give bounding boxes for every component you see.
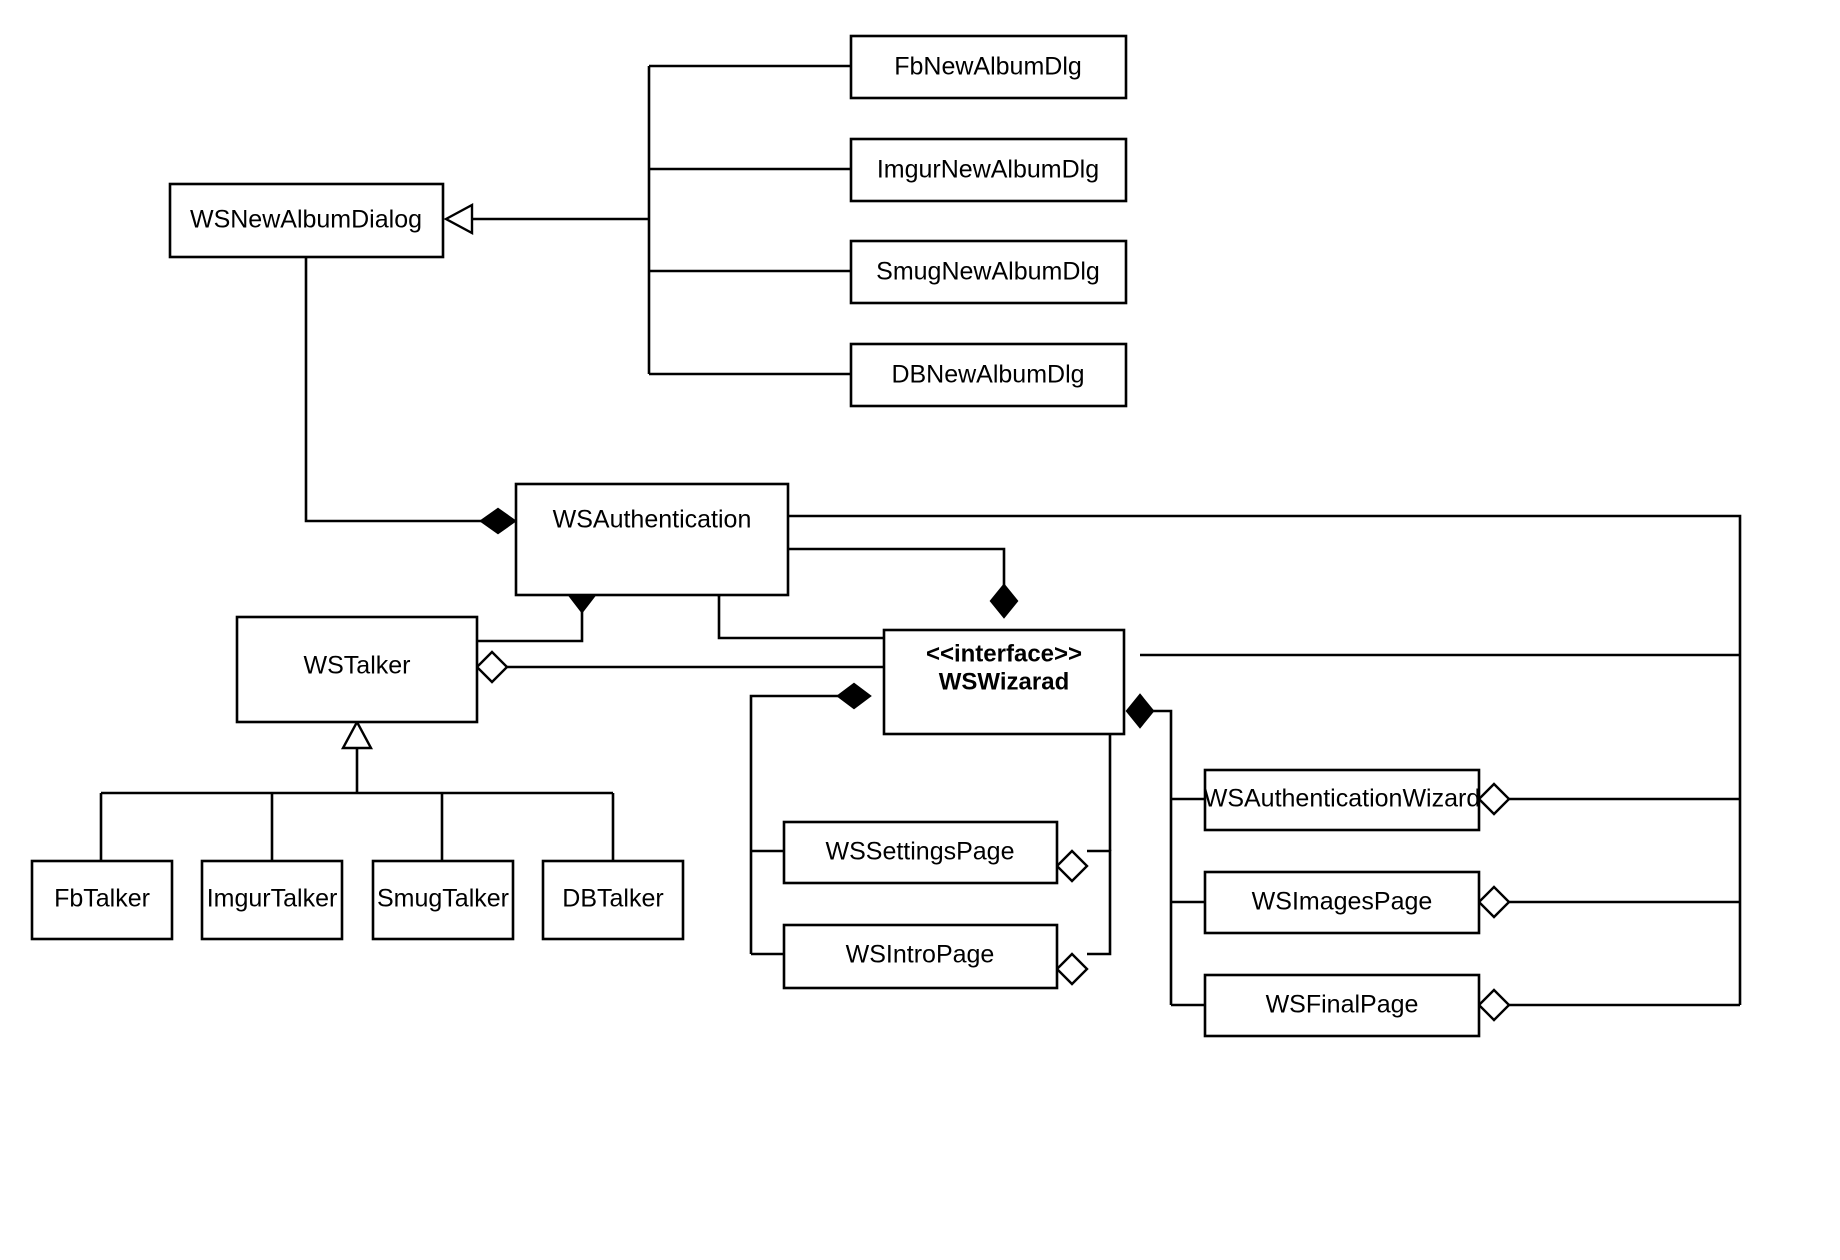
class-name-label: WSSettingsPage [826,838,1015,866]
edge-wizard-right-bus [1140,709,1173,1005]
class-name-label: WSIntroPage [846,941,995,969]
composition-diamond-icon [836,682,872,710]
composition-diamond-icon [1125,693,1155,729]
edge-group-talker-aggregates-wizard [475,650,884,684]
class-box-ws-intro-page[interactable]: WSIntroPage [782,923,1059,990]
class-box-ws-images-page[interactable]: WSImagesPage [1203,870,1481,935]
class-name-label: WSWizarad [939,668,1069,695]
class-box-fb-new-album-dlg[interactable]: FbNewAlbumDlg [849,34,1128,100]
edge-auth-to-wizard-top [788,547,1006,585]
class-box-ws-wizarad[interactable]: <<interface>> WSWizarad [882,628,1126,736]
class-box-smug-new-album-dlg[interactable]: SmugNewAlbumDlg [849,239,1128,305]
class-box-db-talker[interactable]: DBTalker [541,859,685,941]
edge-auth-to-new-album-dialog [304,257,498,523]
left-pages-return-bus [1087,849,1112,956]
class-box-ws-talker[interactable]: WSTalker [235,615,479,724]
class-box-fb-talker[interactable]: FbTalker [30,859,174,941]
composition-diamond-icon [479,507,517,535]
class-box-ws-authentication-wizard[interactable]: WSAuthenticationWizard [1203,768,1481,832]
edge-group-authentication-owns-new-album-dialog [304,257,517,535]
aggregation-diamond-icon [1477,988,1511,1022]
aggregation-diamond-icon [475,650,509,684]
edge-auth-to-talker [477,595,584,643]
edge-group-authentication-aggregates-right-pages [788,514,1742,1022]
composition-diamond-icon [989,583,1019,619]
edge-group-authentication-owns-wizard [788,547,1019,619]
class-name-label: WSTalker [304,652,411,680]
class-name-label: SmugTalker [377,885,509,913]
class-name-label: WSFinalPage [1266,991,1419,1019]
class-name-label: SmugNewAlbumDlg [876,258,1100,286]
edge-wizard-left-bus [749,694,854,954]
class-name-label: DBNewAlbumDlg [891,361,1084,389]
class-box-db-new-album-dlg[interactable]: DBNewAlbumDlg [849,342,1128,408]
class-name-label: WSImagesPage [1252,888,1433,916]
edge-group-talker-generalization [99,719,615,861]
class-name-label: WSAuthenticationWizard [1204,785,1481,813]
aggregation-diamond-icon [1055,849,1089,883]
class-box-imgur-talker[interactable]: ImgurTalker [200,859,344,941]
class-box-ws-new-album-dialog[interactable]: WSNewAlbumDialog [168,182,445,259]
class-name-label: WSAuthentication [553,506,752,534]
edge-group-wizard-owns-right-pages [1125,693,1205,1007]
class-name-label: DBTalker [562,885,663,913]
aggregation-diamond-icon [1055,952,1089,986]
class-box-imgur-new-album-dlg[interactable]: ImgurNewAlbumDlg [849,137,1128,203]
class-name-label: WSNewAlbumDialog [190,206,422,234]
class-box-ws-authentication[interactable]: WSAuthentication [514,482,790,597]
aggregation-diamond-icon [1477,782,1511,816]
aggregation-diamond-icon [1477,885,1511,919]
class-box-ws-settings-page[interactable]: WSSettingsPage [782,820,1059,885]
edge-auth-aggregation-to-wizard [717,595,884,640]
class-name-label: FbTalker [54,885,150,913]
class-name-label: ImgurNewAlbumDlg [877,156,1099,184]
class-stereotype-label: <<interface>> [926,640,1082,667]
class-name-label: ImgurTalker [207,885,338,913]
class-box-smug-talker[interactable]: SmugTalker [371,859,515,941]
edge-group-new-album-dialog-generalization [443,64,851,376]
generalization-arrowhead-icon [340,719,374,750]
edge-auth-right-outer-bus [788,514,1742,1005]
edge-group-wizard-owns-left-pages [749,682,1112,986]
class-box-ws-final-page[interactable]: WSFinalPage [1203,973,1481,1038]
generalization-arrowhead-icon [443,202,474,236]
class-name-label: FbNewAlbumDlg [894,53,1082,81]
